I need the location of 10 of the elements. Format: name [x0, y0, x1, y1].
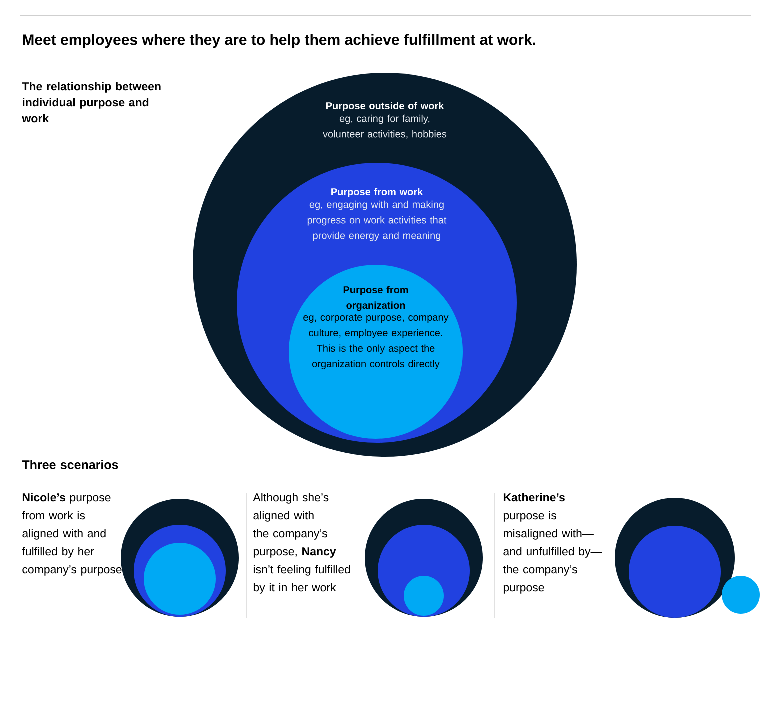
circle [404, 576, 444, 616]
circle [629, 526, 721, 618]
scenario-text: Although she’s aligned with the company’s purpose, Nancy isn’t feeling fulfilled by it in her work [253, 493, 350, 594]
section-heading: Three scenarios [22, 460, 118, 470]
circle [144, 543, 216, 615]
scenario-text: Nicole’s purpose from work is aligned with and fulfilled by her company’s purpose [22, 493, 122, 576]
section-label: The relationship between individual purpose and work [22, 82, 161, 123]
circle [722, 576, 760, 614]
scenario-text: Katherine’s purpose is misaligned with—and unfulfilled by—the company’s purpose [503, 493, 602, 594]
title: Meet employees where they are to help them achieve fulfillment at work. [23, 34, 536, 48]
